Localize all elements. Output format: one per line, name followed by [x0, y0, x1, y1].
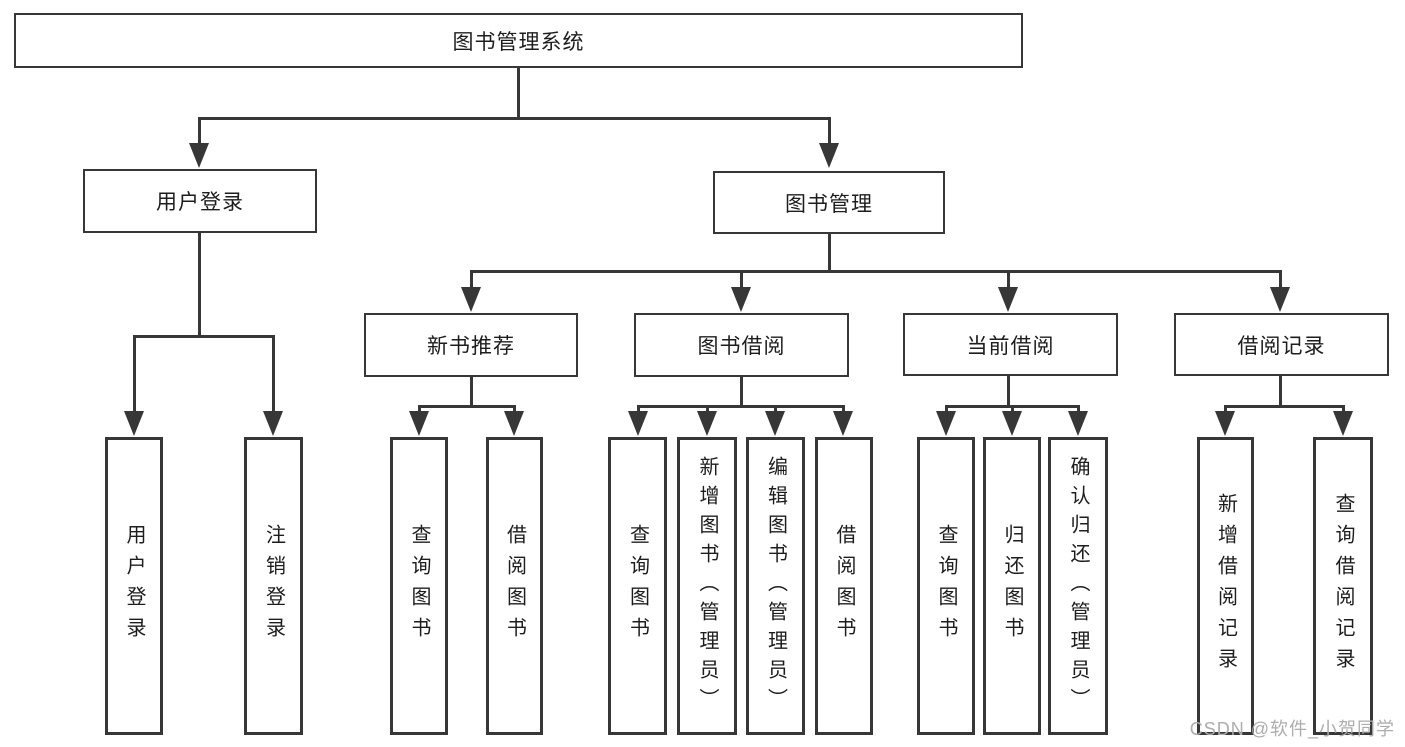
leaf-user-login-label: 用户登录 — [123, 524, 145, 648]
arrow-down-icon — [1002, 411, 1022, 436]
connector-segment — [944, 406, 948, 414]
node-library-system: 图书管理系统 — [14, 13, 1023, 68]
node-user-login-label: 用户登录 — [156, 191, 244, 214]
leaf-query-books-recommend-label: 查询图书 — [408, 524, 430, 648]
connector-segment — [132, 336, 136, 414]
leaf-return-books-label: 归还图书 — [1001, 524, 1023, 648]
connector-segment — [827, 234, 831, 273]
arrow-down-icon — [409, 411, 429, 436]
leaf-borrow-books-recommend-label: 借阅图书 — [503, 524, 526, 648]
connector-segment — [1010, 406, 1014, 414]
connector-segment — [1278, 271, 1282, 290]
node-library-system-label: 图书管理系统 — [452, 30, 585, 54]
arrow-down-icon — [731, 287, 751, 312]
connector-segment — [1006, 376, 1010, 408]
connector-segment — [197, 118, 201, 146]
connector-segment — [197, 233, 201, 338]
node-book-borrowing-label: 图书借阅 — [697, 335, 786, 358]
connector-segment — [132, 334, 275, 338]
leaf-query-books-current-label: 查询图书 — [935, 524, 957, 648]
leaf-query-books-current: 查询图书 — [917, 437, 975, 735]
connector-segment — [1076, 406, 1080, 414]
leaf-edit-books-admin-label: 编辑图书（管理员） — [764, 455, 787, 717]
connector-segment — [1223, 406, 1227, 414]
connector-segment — [827, 118, 831, 146]
connector-segment — [271, 336, 275, 414]
arrow-down-icon — [819, 143, 839, 168]
node-book-borrowing: 图书借阅 — [634, 313, 849, 377]
leaf-query-borrow-record: 查询借阅记录 — [1313, 437, 1373, 735]
node-book-management: 图书管理 — [713, 171, 945, 234]
node-book-management-label: 图书管理 — [785, 192, 873, 216]
leaf-add-borrow-record: 新增借阅记录 — [1197, 437, 1254, 735]
arrow-down-icon — [1215, 411, 1235, 436]
node-user-login: 用户登录 — [83, 169, 317, 233]
leaf-borrow-books-label: 借阅图书 — [833, 524, 855, 648]
connector-segment — [516, 68, 520, 120]
leaf-add-books-admin: 新增图书（管理员） — [677, 437, 737, 735]
arrow-down-icon — [189, 143, 209, 168]
leaf-borrow-books: 借阅图书 — [815, 437, 873, 735]
connector-segment — [841, 406, 845, 414]
node-current-borrowing-label: 当前借阅 — [966, 334, 1055, 358]
connector-segment — [739, 271, 743, 290]
leaf-query-books-recommend: 查询图书 — [390, 437, 448, 735]
leaf-query-books-borrowing: 查询图书 — [608, 437, 667, 735]
arrow-down-icon — [628, 411, 648, 436]
leaf-confirm-return-admin: 确认归还（管理员） — [1048, 437, 1108, 735]
connector-segment — [636, 404, 845, 408]
connector-segment — [417, 404, 516, 408]
leaf-query-borrow-record-label: 查询借阅记录 — [1332, 493, 1354, 679]
connector-segment — [773, 406, 777, 414]
connector-segment — [1278, 376, 1282, 408]
node-borrow-records: 借阅记录 — [1174, 313, 1389, 376]
leaf-add-borrow-record-label: 新增借阅记录 — [1214, 493, 1237, 679]
connector-segment — [1223, 404, 1345, 408]
node-new-book-recommend-label: 新书推荐 — [427, 335, 515, 358]
connector-segment — [469, 271, 473, 290]
leaf-logout: 注销登录 — [244, 437, 303, 735]
leaf-confirm-return-admin-label: 确认归还（管理员） — [1067, 455, 1089, 717]
arrow-down-icon — [998, 287, 1018, 312]
arrow-down-icon — [461, 287, 481, 312]
connector-segment — [739, 377, 743, 408]
node-borrow-records-label: 借阅记录 — [1237, 334, 1326, 358]
connector-segment — [469, 377, 473, 408]
connector-segment — [197, 116, 831, 120]
arrow-down-icon — [1068, 411, 1088, 436]
arrow-down-icon — [765, 411, 785, 436]
leaf-user-login: 用户登录 — [105, 437, 163, 735]
connector-segment — [469, 269, 1282, 273]
connector-segment — [1006, 271, 1010, 290]
arrow-down-icon — [1333, 411, 1353, 436]
arrow-down-icon — [124, 411, 144, 436]
leaf-add-books-admin-label: 新增图书（管理员） — [696, 455, 718, 717]
leaf-edit-books-admin: 编辑图书（管理员） — [746, 437, 805, 735]
arrow-down-icon — [833, 411, 853, 436]
connector-segment — [636, 406, 640, 414]
arrow-down-icon — [263, 411, 283, 436]
connector-segment — [512, 406, 516, 414]
connector-segment — [705, 406, 709, 414]
arrow-down-icon — [697, 411, 717, 436]
connector-segment — [417, 406, 421, 414]
connector-segment — [1341, 406, 1345, 414]
node-new-book-recommend: 新书推荐 — [364, 313, 578, 377]
leaf-logout-label: 注销登录 — [262, 524, 285, 648]
node-current-borrowing: 当前借阅 — [903, 313, 1118, 376]
leaf-return-books: 归还图书 — [983, 437, 1041, 735]
arrow-down-icon — [504, 411, 524, 436]
leaf-query-books-borrowing-label: 查询图书 — [626, 524, 649, 648]
arrow-down-icon — [936, 411, 956, 436]
arrow-down-icon — [1270, 287, 1290, 312]
leaf-borrow-books-recommend: 借阅图书 — [486, 437, 543, 735]
